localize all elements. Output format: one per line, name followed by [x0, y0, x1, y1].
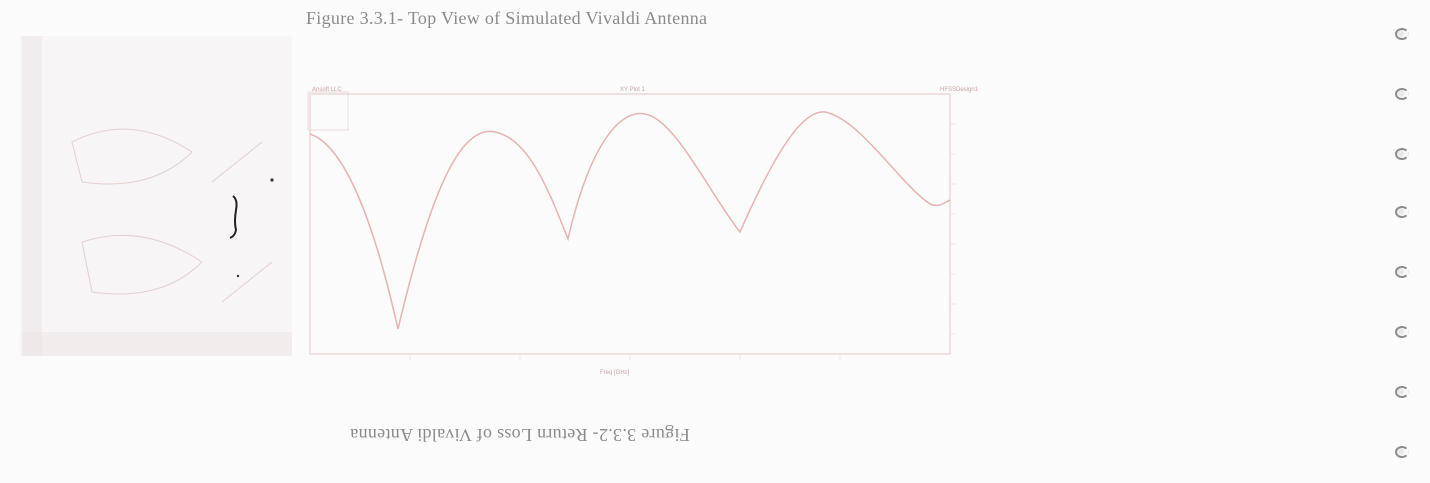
return-loss-plot: Ansoft LLC XY Plot 1 HFSSDesign1 Freq [G…	[300, 84, 980, 384]
binder-hole	[1395, 446, 1409, 458]
binder-hole	[1395, 88, 1409, 100]
binder-hole	[1395, 326, 1409, 338]
figure-caption-top: Figure 3.3.1- Top View of Simulated Viva…	[306, 8, 708, 28]
plot-title: XY Plot 1	[620, 87, 646, 93]
binder-hole	[1395, 266, 1409, 278]
plot-header-left: Ansoft LLC	[312, 87, 342, 93]
binder-hole	[1395, 386, 1409, 398]
plot-header-right: HFSSDesign1	[940, 87, 979, 93]
plot-x-axis-label: Freq [GHz]	[600, 370, 630, 376]
binder-hole	[1395, 28, 1409, 40]
binder-hole	[1395, 206, 1409, 218]
binder-hole	[1395, 148, 1409, 160]
return-loss-curve	[309, 111, 951, 330]
bleed-through-figure	[12, 32, 302, 362]
